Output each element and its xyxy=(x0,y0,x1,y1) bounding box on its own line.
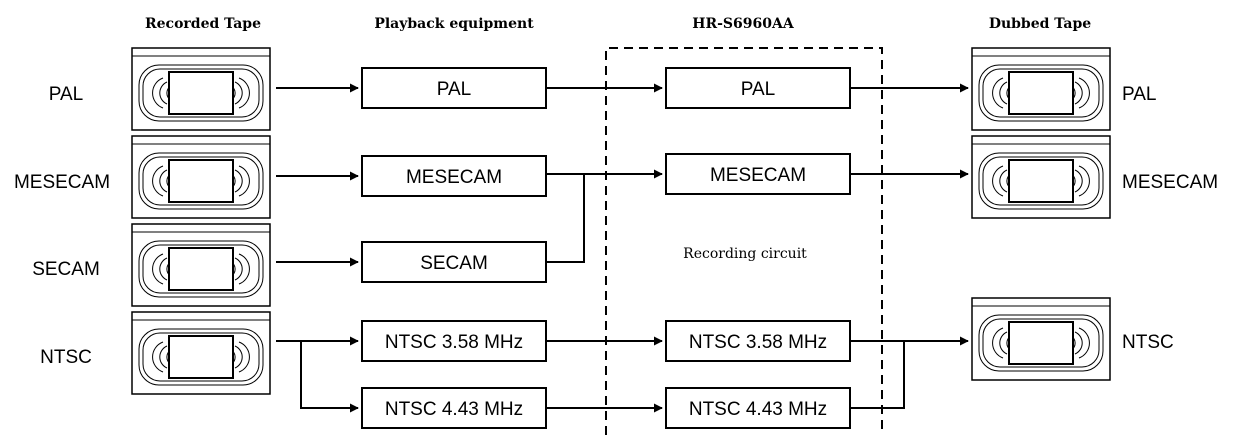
playback-box-label: NTSC 4.43 MHz xyxy=(385,399,523,420)
header-recorded-tape: Recorded Tape xyxy=(145,16,261,32)
playback-box-pal: PAL xyxy=(361,67,547,109)
connector-secam-to-mesecam xyxy=(546,174,585,263)
playback-box-label: SECAM xyxy=(420,253,488,274)
playback-box-secam: SECAM xyxy=(361,241,547,283)
playback-box-ntsc-358: NTSC 3.58 MHz xyxy=(361,320,547,362)
dubbed-label-pal: PAL xyxy=(1122,84,1157,105)
device-box-label: PAL xyxy=(741,79,776,100)
recording-circuit-label: Recording circuit xyxy=(683,246,807,262)
device-box-ntsc-358: NTSC 3.58 MHz xyxy=(665,320,851,362)
device-box-mesecam: MESECAM xyxy=(665,153,851,195)
source-label-mesecam: MESECAM xyxy=(14,172,110,193)
playback-box-ntsc-443: NTSC 4.43 MHz xyxy=(361,387,547,429)
dubbed-tape-pal-icon xyxy=(971,47,1111,131)
device-box-ntsc-443: NTSC 4.43 MHz xyxy=(665,387,851,429)
device-box-label: MESECAM xyxy=(710,165,806,186)
source-label-ntsc: NTSC xyxy=(40,347,92,368)
device-box-label: NTSC 3.58 MHz xyxy=(689,332,827,353)
header-device: HR-S6960AA xyxy=(692,16,795,32)
playback-box-label: PAL xyxy=(437,79,472,100)
dubbed-tape-mesecam-icon xyxy=(971,135,1111,219)
arrow-ntsc-to-playback-443 xyxy=(300,341,359,413)
recorded-tape-pal-icon xyxy=(131,47,271,131)
device-box-label: NTSC 4.43 MHz xyxy=(689,399,827,420)
recorded-tape-secam-icon xyxy=(131,223,271,307)
device-box-pal: PAL xyxy=(665,67,851,109)
dubbed-tape-ntsc-icon xyxy=(971,297,1111,381)
playback-box-label: NTSC 3.58 MHz xyxy=(385,332,523,353)
dubbed-label-ntsc: NTSC xyxy=(1122,332,1174,353)
recorded-tape-mesecam-icon xyxy=(131,135,271,219)
header-playback-equipment: Playback equipment xyxy=(374,16,534,32)
source-label-pal: PAL xyxy=(49,84,84,105)
recorded-tape-ntsc-icon xyxy=(131,311,271,395)
device-boundary xyxy=(605,47,883,435)
playback-box-mesecam: MESECAM xyxy=(361,155,547,197)
playback-box-label: MESECAM xyxy=(406,167,502,188)
connector-ntsc-443-to-dubbed xyxy=(850,341,905,409)
source-label-secam: SECAM xyxy=(32,259,100,280)
header-dubbed-tape: Dubbed Tape xyxy=(989,16,1091,32)
dubbed-label-mesecam: MESECAM xyxy=(1122,172,1218,193)
